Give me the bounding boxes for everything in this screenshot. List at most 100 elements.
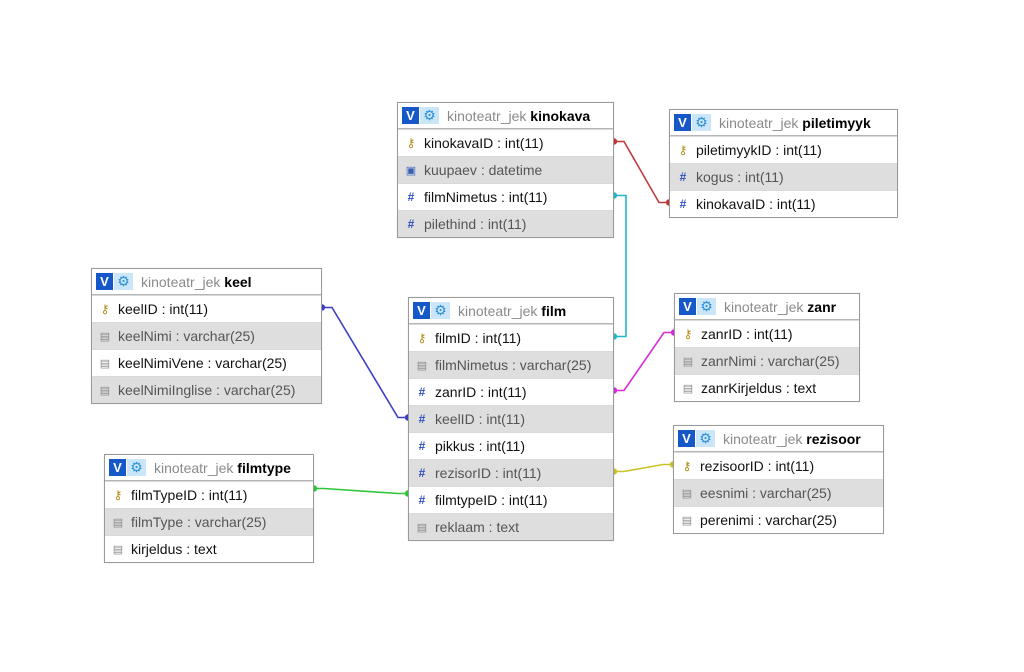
key-icon: ⚷: [406, 136, 416, 150]
key-icon: ⚷: [678, 143, 688, 157]
column-label: pikkus : int(11): [435, 438, 525, 454]
column-row[interactable]: ▤perenimi : varchar(25): [674, 506, 883, 533]
column-label: pilethind : int(11): [424, 216, 527, 232]
text-icon: ▤: [112, 543, 124, 556]
column-row[interactable]: ⚷rezisoorID : int(11): [674, 452, 883, 479]
table-header[interactable]: V⚙kinoteatr_jek zanr: [675, 294, 859, 320]
column-row[interactable]: ▤ kirjeldus : text: [105, 535, 313, 562]
link-kinokava-piletimyyk: [614, 140, 669, 204]
column-row[interactable]: ▤keelNimiInglise : varchar(25): [92, 376, 321, 403]
column-label: keelNimi : varchar(25): [118, 328, 255, 344]
toggle-columns-button[interactable]: V: [679, 298, 696, 315]
column-row[interactable]: ⚷ keelID : int(11): [92, 295, 321, 322]
database-name: kinoteatr_jek: [719, 114, 799, 131]
column-row[interactable]: ⚷kinokavaID : int(11): [398, 129, 613, 156]
table-header[interactable]: V⚙ kinoteatr_jek film: [409, 298, 613, 324]
key-icon: ⚷: [100, 302, 110, 316]
toggle-columns-button[interactable]: V: [96, 273, 113, 290]
table-header[interactable]: V⚙kinoteatr_jek kinokava: [398, 103, 613, 129]
column-row[interactable]: ▤zanrNimi : varchar(25): [675, 347, 859, 374]
table-header[interactable]: V⚙ kinoteatr_jek piletimyyk: [670, 110, 897, 136]
gear-icon[interactable]: ⚙: [114, 273, 133, 290]
database-name: kinoteatr_jek: [724, 298, 804, 315]
column-row[interactable]: #rezisorID : int(11): [409, 459, 613, 486]
column-label: zanrID : int(11): [701, 326, 793, 342]
column-label: kirjeldus : text: [131, 541, 217, 557]
column-label: kuupaev : datetime: [424, 162, 543, 178]
gear-icon[interactable]: ⚙: [420, 107, 439, 124]
database-name: kinoteatr_jek: [458, 302, 538, 319]
table-title: kinoteatr_jek filmtype: [154, 460, 291, 476]
column-row[interactable]: ⚷filmID : int(11): [409, 324, 613, 351]
table-title: kinoteatr_jek keel: [141, 274, 252, 290]
column-label: keelID : int(11): [435, 411, 525, 427]
toggle-columns-button[interactable]: V: [109, 459, 126, 476]
column-row[interactable]: # pilethind : int(11): [398, 210, 613, 237]
gear-icon[interactable]: ⚙: [692, 114, 711, 131]
table-header[interactable]: V⚙ kinoteatr_jek filmtype: [105, 455, 313, 481]
column-row[interactable]: ▣kuupaev : datetime: [398, 156, 613, 183]
text-icon: ▤: [99, 384, 111, 397]
text-icon: ▤: [416, 521, 428, 534]
link-film-keel: [322, 306, 408, 419]
column-row[interactable]: ▤ filmType : varchar(25): [105, 508, 313, 535]
gear-icon[interactable]: ⚙: [697, 298, 716, 315]
column-label: zanrID : int(11): [435, 384, 527, 400]
column-label: filmID : int(11): [435, 330, 522, 346]
table-keel[interactable]: V⚙kinoteatr_jek keel⚷keelID : int(11)▤ke…: [91, 268, 322, 404]
gear-icon[interactable]: ⚙: [127, 459, 146, 476]
column-label: keelID : int(11): [118, 301, 208, 317]
table-rezisoor[interactable]: V⚙ kinoteatr_jek rezisoor ⚷rezisoorID : in…: [673, 425, 884, 534]
column-row[interactable]: #keelID : int(11): [409, 405, 613, 432]
column-row[interactable]: ▤zanrKirjeldus : text: [675, 374, 859, 401]
gear-icon[interactable]: ⚙: [431, 302, 450, 319]
link-film-filmtype: [314, 487, 408, 495]
column-row[interactable]: ▤reklaam : text: [409, 513, 613, 540]
column-label: eesnimi : varchar(25): [700, 485, 832, 501]
table-header[interactable]: V⚙ kinoteatr_jek rezisoor: [674, 426, 883, 452]
table-zanr[interactable]: V⚙kinoteatr_jek zanr⚷zanrID : int(11)▤za…: [674, 293, 860, 402]
table-header[interactable]: V⚙ kinoteatr_jek keel: [92, 269, 321, 295]
column-row[interactable]: #kinokavaID : int(11): [670, 190, 897, 217]
text-icon: ▤: [112, 516, 124, 529]
column-row[interactable]: #kogus : int(11): [670, 163, 897, 190]
column-row[interactable]: ⚷filmTypeID : int(11): [105, 481, 313, 508]
table-name: piletimyyk: [802, 114, 871, 131]
column-row[interactable]: ⚷zanrID : int(11): [675, 320, 859, 347]
table-kinokava[interactable]: V⚙kinoteatr_jek kinokava⚷kinokavaID : in…: [397, 102, 614, 238]
column-row[interactable]: ▤filmNimetus : varchar(25): [409, 351, 613, 378]
number-icon: #: [407, 217, 415, 231]
table-piletimyyk[interactable]: V⚙ kinoteatr_jek piletimyyk ⚷piletimyykID …: [669, 109, 898, 218]
number-icon: #: [418, 466, 426, 480]
column-row[interactable]: ▤keelNimi : varchar(25): [92, 322, 321, 349]
column-label: filmNimetus : int(11): [424, 189, 548, 205]
database-name: kinoteatr_jek: [447, 107, 527, 124]
column-row[interactable]: ⚷piletimyykID : int(11): [670, 136, 897, 163]
text-icon: ▤: [682, 382, 694, 395]
column-row[interactable]: #filmtypeID : int(11): [409, 486, 613, 513]
toggle-columns-button[interactable]: V: [413, 302, 430, 319]
column-row[interactable]: #filmNimetus : int(11): [398, 183, 613, 210]
toggle-columns-button[interactable]: V: [402, 107, 419, 124]
column-row[interactable]: ▤eesnimi : varchar(25): [674, 479, 883, 506]
table-name: film: [541, 302, 567, 319]
column-row[interactable]: #zanrID : int(11): [409, 378, 613, 405]
column-label: keelNimiVene : varchar(25): [118, 355, 287, 371]
table-title: kinoteatr_jek rezisoor: [723, 431, 861, 447]
database-name: kinoteatr_jek: [141, 273, 221, 290]
key-icon: ⚷: [113, 488, 123, 502]
column-label: filmtypeID : int(11): [435, 492, 548, 508]
column-row[interactable]: ▤keelNimiVene : varchar(25): [92, 349, 321, 376]
table-film[interactable]: V⚙kinoteatr_jek film⚷filmID : int(11)▤fi…: [408, 297, 614, 541]
table-filmtype[interactable]: V⚙ kinoteatr_jek filmtype ⚷filmTypeID : in…: [104, 454, 314, 563]
column-row[interactable]: #pikkus : int(11): [409, 432, 613, 459]
toggle-columns-button[interactable]: V: [674, 114, 691, 131]
gear-icon[interactable]: ⚙: [696, 430, 715, 447]
column-label: perenimi : varchar(25): [700, 512, 837, 528]
toggle-columns-button[interactable]: V: [678, 430, 695, 447]
column-label: kogus : int(11): [696, 169, 784, 185]
table-title: kinoteatr_jek piletimyyk: [719, 115, 871, 131]
column-label: filmType : varchar(25): [131, 514, 267, 530]
database-name: kinoteatr_jek: [154, 459, 234, 476]
